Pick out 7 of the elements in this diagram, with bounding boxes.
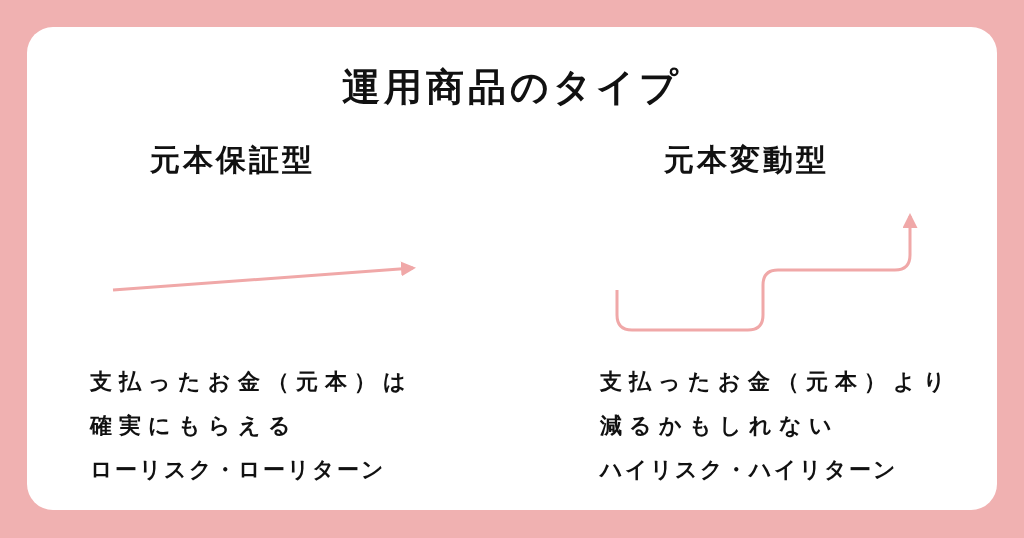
title: 運用商品のタイプ bbox=[341, 64, 683, 111]
description-text: 支払ったお金（元本）は確実にもらえる bbox=[90, 368, 414, 440]
risk-return-text: ハイリスク・ハイリターン bbox=[600, 456, 898, 484]
description-text: 支払ったお金（元本）より減るかもしれない bbox=[600, 368, 954, 440]
column-heading: 元本変動型 bbox=[664, 141, 829, 179]
column-heading: 元本保証型 bbox=[150, 141, 315, 179]
risk-return-text: ローリスク・ローリターン bbox=[90, 456, 386, 484]
